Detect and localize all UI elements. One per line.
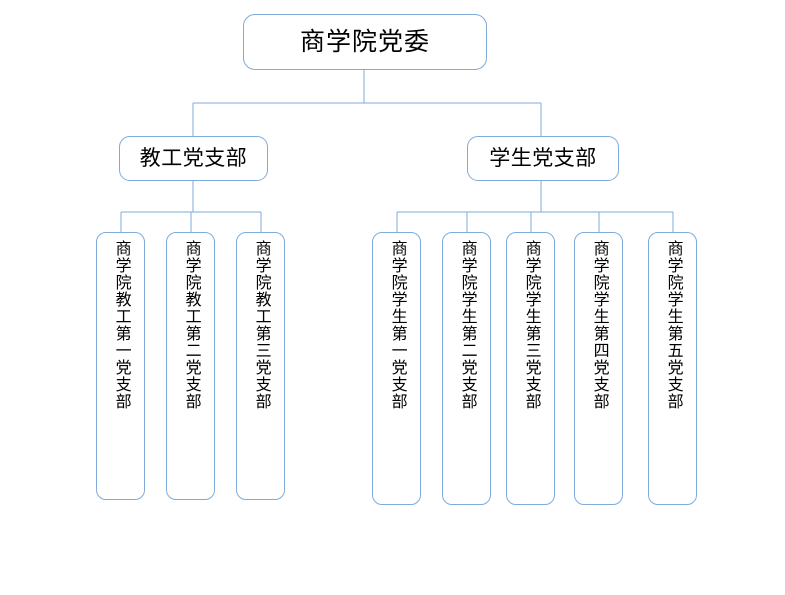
org-node-leaf-faculty-1-label: 商学院教工第一党支部 bbox=[112, 240, 130, 410]
org-node-branch-faculty-label: 教工党支部 bbox=[139, 146, 248, 170]
org-node-leaf-faculty-3[interactable]: 商学院教工第三党支部 bbox=[236, 232, 285, 500]
org-node-leaf-student-4-label: 商学院学生第四党支部 bbox=[590, 240, 608, 410]
org-node-root[interactable]: 商学院党委 bbox=[243, 14, 487, 70]
org-node-branch-faculty[interactable]: 教工党支部 bbox=[119, 136, 268, 181]
org-node-leaf-faculty-2[interactable]: 商学院教工第二党支部 bbox=[166, 232, 215, 500]
org-node-leaf-student-2-label: 商学院学生第二党支部 bbox=[458, 240, 476, 410]
org-node-leaf-faculty-2-label: 商学院教工第二党支部 bbox=[182, 240, 200, 410]
org-node-branch-student[interactable]: 学生党支部 bbox=[467, 136, 619, 181]
org-node-leaf-student-1[interactable]: 商学院学生第一党支部 bbox=[372, 232, 421, 505]
org-node-leaf-faculty-3-label: 商学院教工第三党支部 bbox=[252, 240, 270, 410]
org-node-leaf-student-5[interactable]: 商学院学生第五党支部 bbox=[648, 232, 697, 505]
org-node-leaf-student-1-label: 商学院学生第一党支部 bbox=[388, 240, 406, 410]
org-node-leaf-student-3[interactable]: 商学院学生第三党支部 bbox=[506, 232, 555, 505]
org-node-root-label: 商学院党委 bbox=[299, 28, 430, 56]
org-node-branch-student-label: 学生党支部 bbox=[489, 146, 597, 170]
org-node-leaf-student-4[interactable]: 商学院学生第四党支部 bbox=[574, 232, 623, 505]
org-node-leaf-student-2[interactable]: 商学院学生第二党支部 bbox=[442, 232, 491, 505]
org-node-leaf-student-3-label: 商学院学生第三党支部 bbox=[522, 240, 540, 410]
org-node-leaf-student-5-label: 商学院学生第五党支部 bbox=[664, 240, 682, 410]
org-node-leaf-faculty-1[interactable]: 商学院教工第一党支部 bbox=[96, 232, 145, 500]
